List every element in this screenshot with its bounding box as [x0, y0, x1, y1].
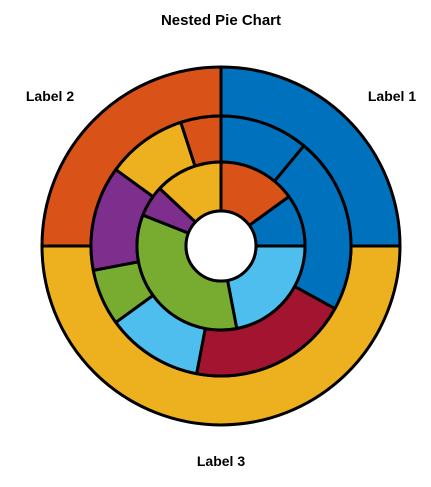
chart-title: Nested Pie Chart — [161, 12, 281, 29]
slice-label-2: Label 2 — [26, 88, 74, 104]
slice-label-3: Label 3 — [197, 453, 245, 469]
center-hole — [184, 209, 258, 283]
middle-ring — [89, 114, 353, 378]
slice-label-1: Label 1 — [368, 88, 416, 104]
